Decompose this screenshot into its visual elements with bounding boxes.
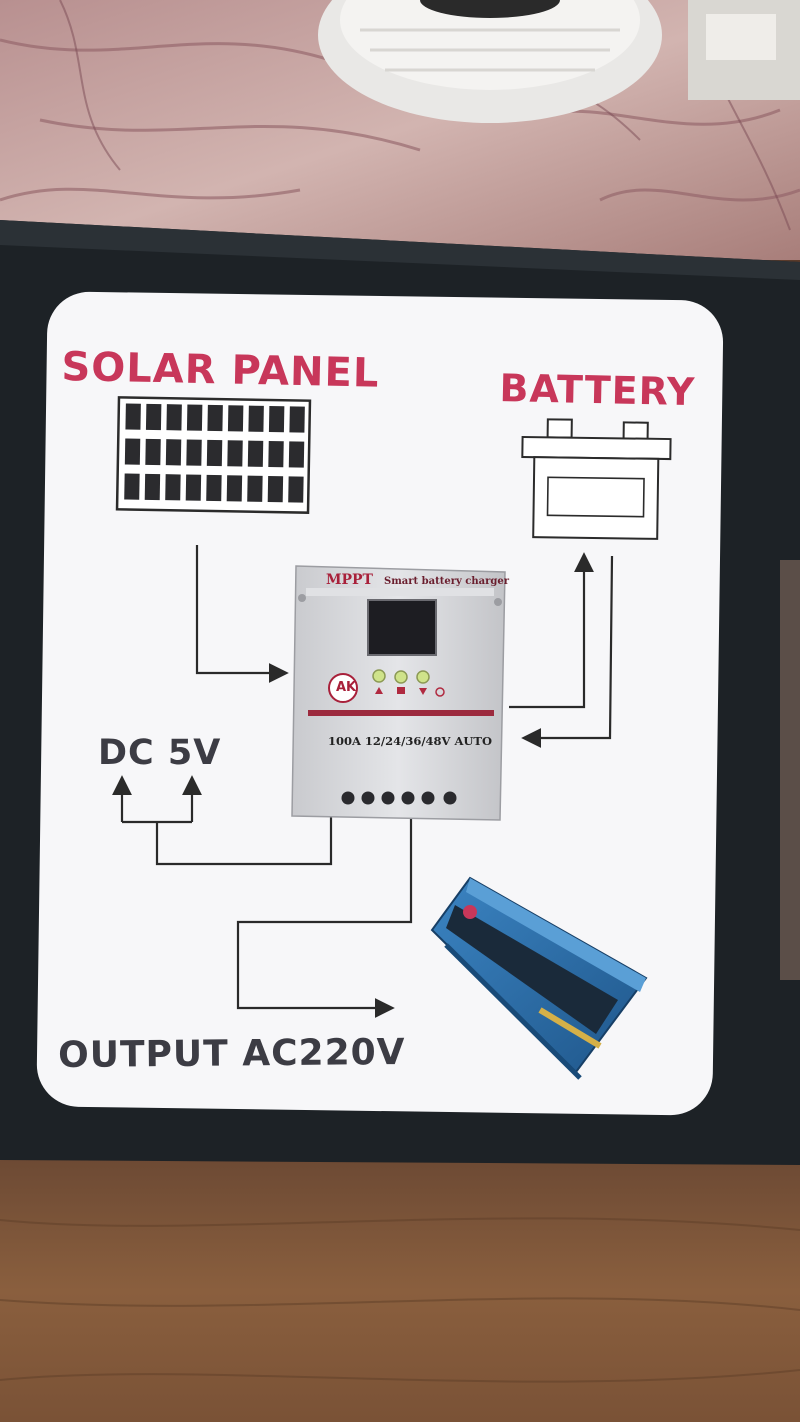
- solar-cell: [227, 405, 244, 432]
- solar-panel-cells: [124, 403, 305, 503]
- solar-cell: [268, 440, 284, 468]
- controller-logo-text: AK: [336, 680, 357, 695]
- controller-button-3: [416, 670, 430, 684]
- solar-cell: [207, 404, 223, 432]
- solar-cell: [248, 405, 264, 432]
- solar-panel-label: SOLAR PANEL: [61, 344, 380, 397]
- power-icon: [435, 687, 445, 697]
- solar-cell: [268, 405, 285, 433]
- controller-button-1: [372, 669, 386, 683]
- down-arrow-icon: [419, 688, 427, 695]
- fan-base: [318, 0, 662, 123]
- battery-icon: [521, 418, 672, 540]
- controller-dc-line: [155, 816, 333, 866]
- solar-cell: [227, 440, 243, 467]
- solar-cell: [145, 438, 161, 466]
- solar-cell: [247, 440, 264, 467]
- controller-stripe: [308, 710, 494, 716]
- solar-cell: [144, 473, 161, 501]
- solar-cell: [125, 403, 141, 430]
- up-arrow-icon: [375, 687, 383, 694]
- wiring-diagram: [112, 545, 614, 1018]
- controller-button-2: [394, 670, 408, 684]
- ac-output-label: OUTPUT AC220V: [58, 1031, 406, 1076]
- solar-cell: [186, 404, 203, 431]
- mppt-controller: [291, 565, 506, 821]
- controller-rating: 100A 12/24/36/48V AUTO: [328, 734, 492, 748]
- solar-cell: [145, 403, 162, 431]
- controller-screen: [367, 599, 437, 656]
- controller-to-battery-arrow: [509, 552, 594, 709]
- solar-cell: [185, 474, 202, 501]
- solar-cell: [288, 441, 305, 468]
- solar-cell: [186, 439, 202, 466]
- solar-cell: [206, 474, 222, 502]
- solar-cell: [267, 475, 284, 503]
- solar-cell: [165, 439, 182, 466]
- solar-cell: [226, 475, 243, 502]
- solar-cell: [247, 475, 263, 502]
- wooden-table: [0, 1160, 800, 1422]
- solar-cell: [124, 438, 141, 465]
- controller-brand: MPPT: [326, 572, 373, 588]
- solar-cell: [289, 406, 305, 433]
- controller-to-output-arrow: [236, 818, 413, 1018]
- solar-to-controller-arrow: [195, 545, 289, 683]
- solar-cell: [166, 404, 182, 431]
- battery-label: BATTERY: [499, 366, 696, 415]
- solar-cell: [288, 476, 304, 503]
- controller-terminal-row: [341, 791, 457, 805]
- battery-to-controller-arrow: [521, 555, 614, 748]
- ak-logo-seal: [328, 673, 358, 703]
- controller-subtitle: Smart battery charger: [384, 576, 510, 587]
- solar-cell: [206, 439, 223, 467]
- stop-square-icon: [397, 687, 405, 694]
- inverter-image: [430, 876, 648, 1080]
- dc-output-label: DC 5V: [98, 733, 222, 773]
- solar-cell: [124, 473, 140, 500]
- solar-cell: [165, 474, 181, 501]
